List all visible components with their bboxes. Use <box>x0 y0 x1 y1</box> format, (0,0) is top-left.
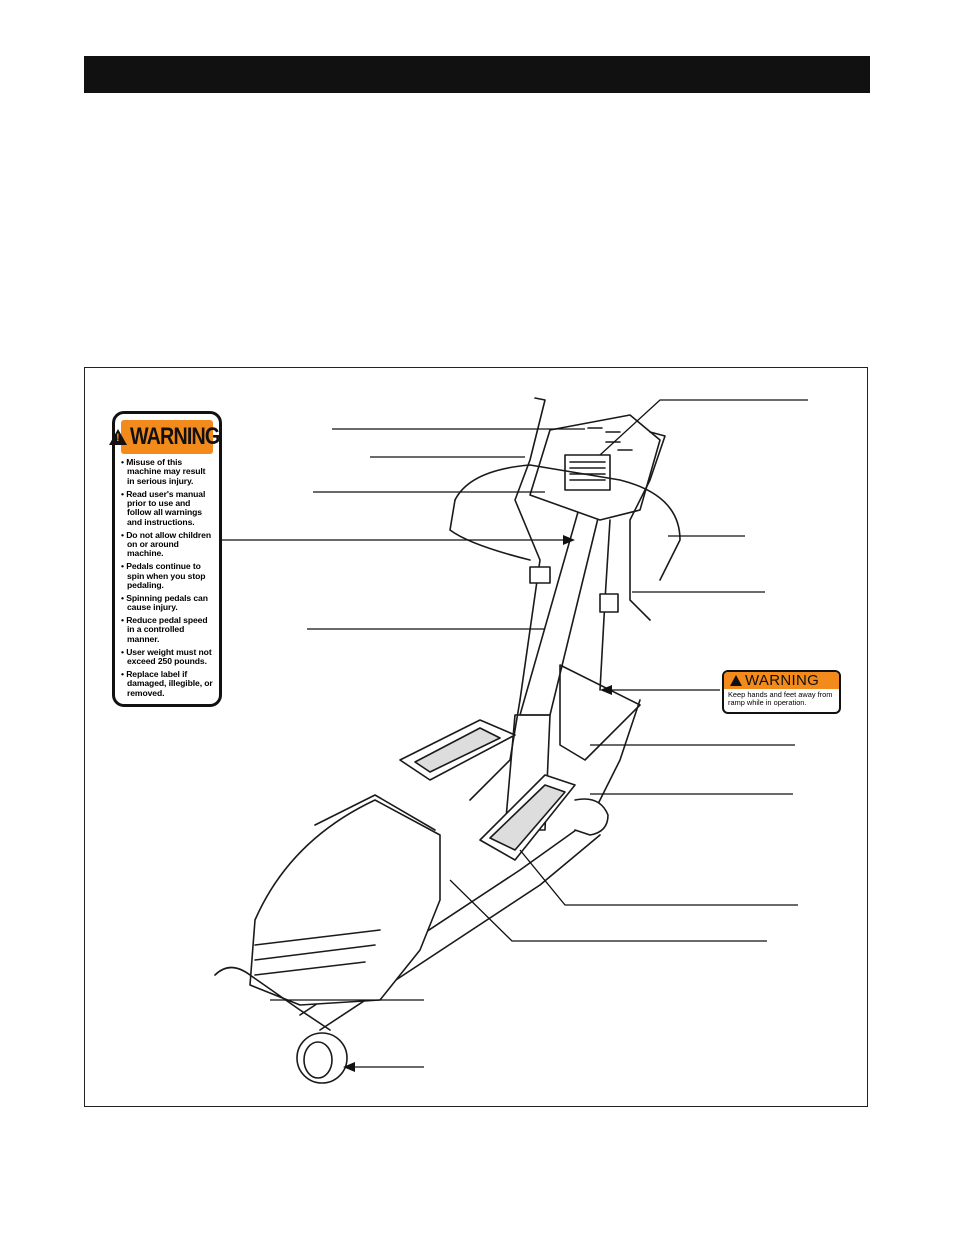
warning-title: WARNING <box>130 423 220 450</box>
warning-item: Misuse of this machine may result in ser… <box>121 457 215 486</box>
warning-header: WARNING <box>724 672 839 689</box>
warning-item: Replace label if damaged, illegible, or … <box>121 669 215 698</box>
rear-stabilizer-foot <box>574 798 609 836</box>
warning-item: Read user's manual prior to use and foll… <box>121 489 215 528</box>
fixed-handlebar <box>454 464 681 581</box>
warning-item: Reduce pedal speed in a controlled manne… <box>121 615 215 644</box>
front-stabilizer <box>214 966 331 1031</box>
right-arm <box>629 431 666 621</box>
header-bar <box>84 56 870 93</box>
warning-item: User weight must not exceed 250 pounds. <box>121 647 215 667</box>
figure-frame <box>84 367 868 1107</box>
warning-message: Keep hands and feet away from ramp while… <box>728 690 833 708</box>
ramp <box>559 664 641 761</box>
warning-title: WARNING <box>745 672 820 689</box>
left-arm <box>514 397 546 701</box>
warning-item: Do not allow children on or around machi… <box>121 530 215 559</box>
warning-triangle-icon <box>109 429 127 445</box>
warning-label-large: WARNING Misuse of this machine may resul… <box>109 411 222 707</box>
flywheel-housing <box>249 799 441 1006</box>
warning-list: Misuse of this machine may result in ser… <box>115 457 219 698</box>
warning-header: WARNING <box>109 420 220 454</box>
arrowheads <box>343 535 612 1072</box>
warning-label-small: WARNING Keep hands and feet away from ra… <box>722 670 841 714</box>
callout-leader-lines <box>222 399 808 1068</box>
warning-item: Pedals continue to spin when you stop pe… <box>121 561 215 590</box>
warning-triangle-icon <box>730 675 742 686</box>
warning-item: Spinning pedals can cause injury. <box>121 593 215 613</box>
